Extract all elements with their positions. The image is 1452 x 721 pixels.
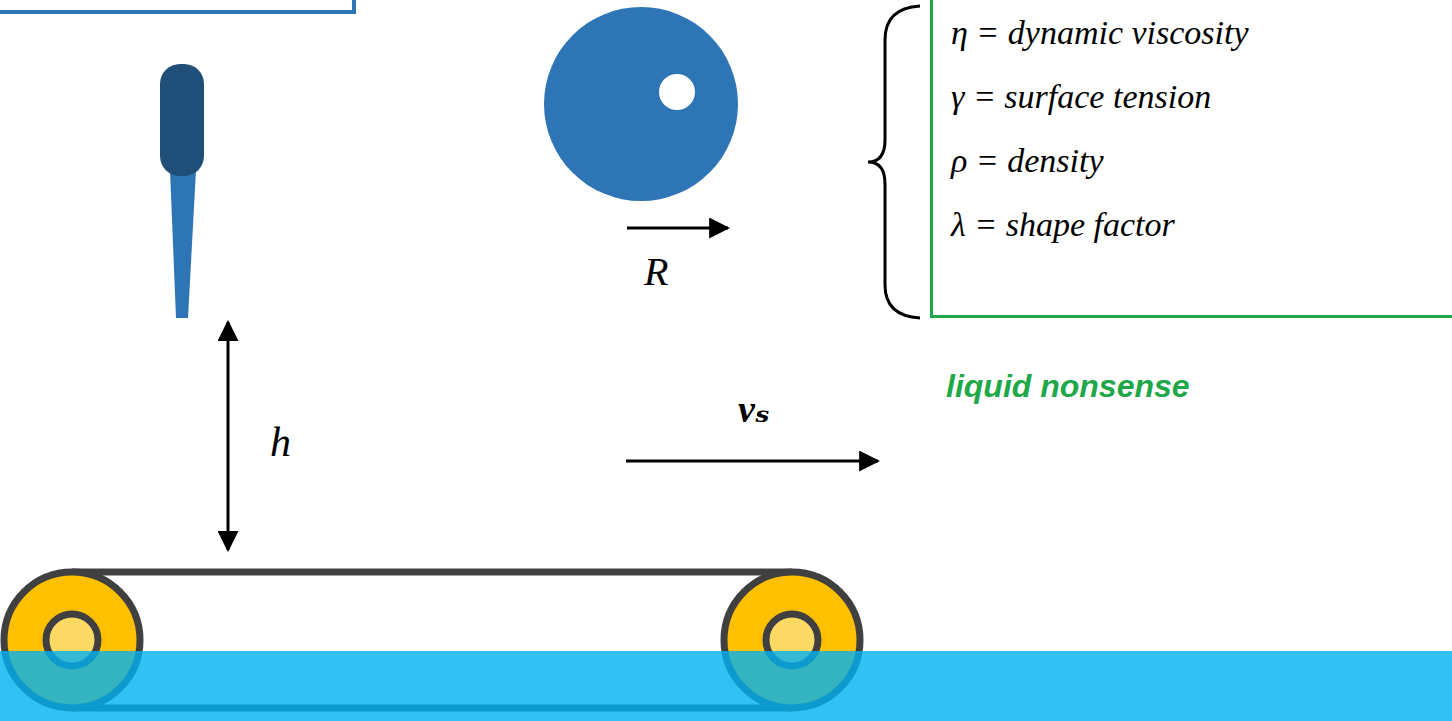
nozzle-body	[160, 64, 204, 176]
radius-arrow	[627, 227, 728, 230]
parameter-text: λ = shape factor	[951, 193, 1452, 257]
velocity-arrow	[626, 460, 878, 463]
liquid-bath	[0, 651, 1452, 721]
parameter-text: η = dynamic viscosity	[951, 1, 1452, 65]
parameter-text: ρ = density	[951, 129, 1452, 193]
velocity-label: vₛ	[738, 386, 770, 431]
title-frame	[0, 0, 354, 12]
parameter-text: γ = surface tension	[951, 65, 1452, 129]
brace	[868, 6, 920, 318]
belt-top	[72, 569, 792, 576]
nozzle-tip	[170, 170, 196, 318]
note: liquid nonsense	[946, 368, 1190, 405]
droplet	[544, 7, 738, 201]
height-label: h	[270, 418, 291, 466]
radius-label: R	[644, 248, 668, 295]
parameter-box: η = dynamic viscosityγ = surface tension…	[930, 0, 1452, 318]
height-arrow	[227, 322, 230, 550]
droplet-highlight	[659, 74, 695, 110]
